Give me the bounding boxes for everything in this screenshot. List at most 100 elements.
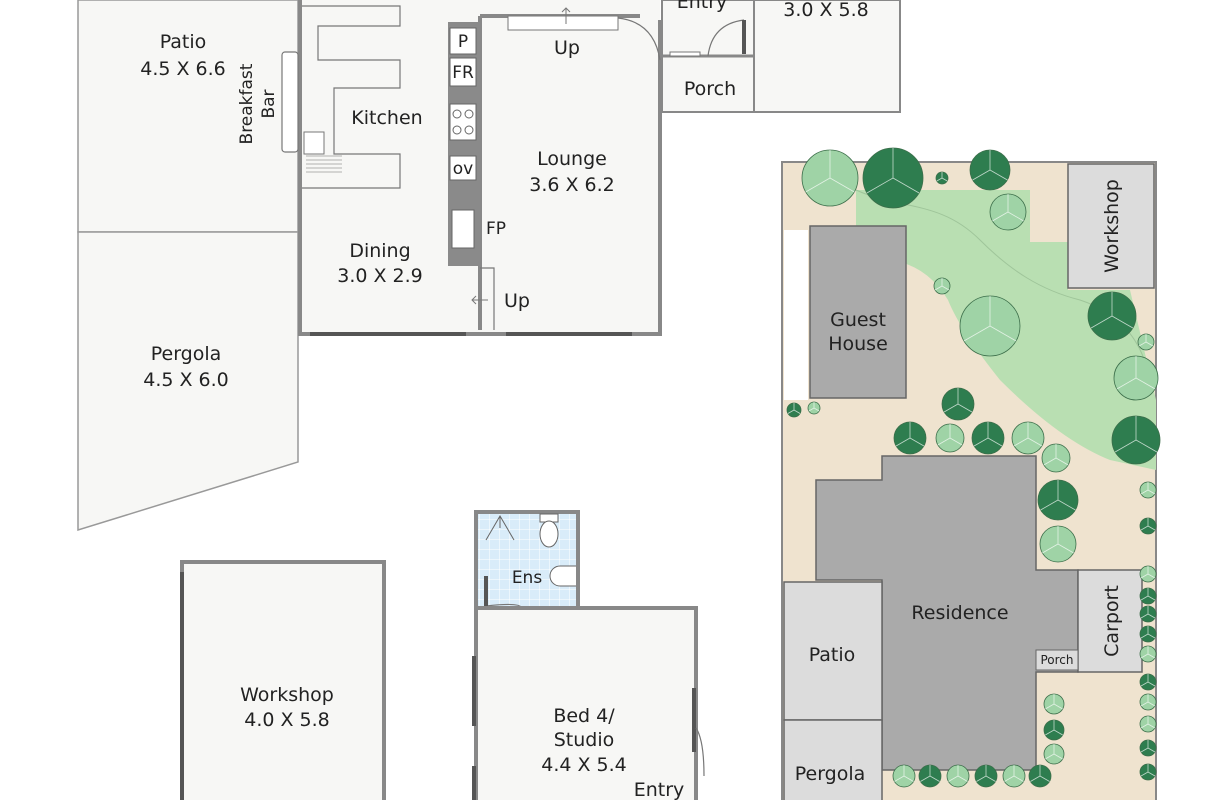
breakfast-bar-label-1: Breakfast xyxy=(237,63,257,144)
tree-branch-lines xyxy=(1004,765,1024,782)
tree-branch-lines xyxy=(1138,334,1154,347)
tree-branch-lines xyxy=(1116,356,1156,390)
tree-branch-lines xyxy=(1140,588,1156,601)
site-patio xyxy=(783,581,883,721)
site-porch xyxy=(1035,649,1079,671)
site-guest-house xyxy=(809,225,907,399)
tree-branch-lines xyxy=(1043,444,1069,466)
site-carport xyxy=(1077,569,1143,673)
tree-branch-lines xyxy=(948,765,968,782)
tree-branch-lines xyxy=(1040,480,1076,511)
bed4-label-1: Bed 4/ xyxy=(553,705,615,727)
entry-bottom-label: Entry xyxy=(634,779,685,800)
tree-branch-lines xyxy=(1140,674,1156,687)
oven-label: ov xyxy=(453,159,473,179)
workshop-dims: 4.0 X 5.8 xyxy=(244,709,330,731)
tree-branch-lines xyxy=(1140,626,1156,639)
guest-house-label-1: Guest xyxy=(830,309,886,331)
top-right-room-dims: 3.0 X 5.8 xyxy=(783,0,869,21)
shower-icon xyxy=(485,515,515,541)
kitchen-label: Kitchen xyxy=(351,107,422,129)
stairs-up-top-label: Up xyxy=(554,37,580,59)
tree-branch-lines xyxy=(1140,740,1156,753)
basin-icon xyxy=(549,565,576,587)
pergola-dims: 4.5 X 6.0 xyxy=(143,369,229,391)
tree-branch-lines xyxy=(895,422,925,447)
tree-branch-lines xyxy=(976,765,996,782)
tree-branch-lines xyxy=(1140,518,1156,531)
tree-branch-lines xyxy=(1030,765,1050,782)
tree-branch-lines xyxy=(1140,646,1156,659)
fireplace-label: FP xyxy=(486,219,506,239)
site-pergola-label: Pergola xyxy=(795,763,866,785)
ensuite-label: Ens xyxy=(512,568,543,588)
tree-branch-lines xyxy=(1013,422,1043,447)
tree-branch-lines xyxy=(1045,744,1063,760)
stairs-up-dining-label: Up xyxy=(504,290,530,312)
workshop-label: Workshop xyxy=(240,684,334,706)
tree-branch-lines xyxy=(1045,694,1063,710)
site-patio-label: Patio xyxy=(809,644,856,666)
pergola-area xyxy=(77,231,299,532)
main-house-floor-plan: Patio 4.5 X 6.6 Breakfast Bar Kitchen P … xyxy=(77,0,901,532)
toilet-bowl-icon xyxy=(539,520,559,548)
patio-dims: 4.5 X 6.6 xyxy=(140,58,226,80)
cooktop-icon xyxy=(449,103,477,141)
patio-label: Patio xyxy=(160,31,207,53)
tree-branch-lines xyxy=(1140,606,1156,619)
lounge-dims: 3.6 X 6.2 xyxy=(529,174,615,196)
pantry-cell xyxy=(449,27,477,55)
pantry-label: P xyxy=(458,32,468,52)
workshop-floor-plan: Workshop 4.0 X 5.8 xyxy=(180,560,386,800)
tree-branch-lines xyxy=(973,422,1003,447)
kitchen-bench xyxy=(302,5,401,189)
breakfast-bar xyxy=(281,51,299,153)
tree-branch-lines xyxy=(1045,720,1063,736)
tree-branch-lines xyxy=(808,402,820,412)
tree-branch-lines xyxy=(1140,482,1156,495)
fridge-cell xyxy=(449,57,477,87)
oven-cell xyxy=(449,155,477,181)
entry-top-label: Entry xyxy=(677,0,728,13)
tree-branch-lines xyxy=(1140,716,1156,729)
tree-branch-lines xyxy=(934,278,950,291)
tree-branch-lines xyxy=(1114,416,1158,453)
tree-branch-lines xyxy=(963,296,1017,342)
tree-branch-lines xyxy=(1140,566,1156,579)
sink-icon xyxy=(303,131,325,155)
tree-branch-lines xyxy=(920,765,940,782)
porch-top-label: Porch xyxy=(684,78,736,100)
tree-branch-lines xyxy=(894,765,914,782)
tree-branch-lines xyxy=(1140,694,1156,707)
site-trees xyxy=(786,147,1161,788)
tree-branch-lines xyxy=(1042,526,1074,554)
dining-dims: 3.0 X 2.9 xyxy=(337,265,423,287)
dining-label: Dining xyxy=(349,240,410,262)
workshop-room xyxy=(180,560,386,800)
site-pergola xyxy=(783,719,883,800)
fridge-label: FR xyxy=(452,63,474,83)
bed4-label-2: Studio xyxy=(554,729,615,751)
site-porch-label: Porch xyxy=(1040,653,1073,667)
tree-branch-lines xyxy=(866,148,920,194)
tree-branch-lines xyxy=(1140,764,1156,777)
carport-label: Carport xyxy=(1101,585,1123,657)
tree-branch-lines xyxy=(937,424,963,446)
ensuite-room xyxy=(474,510,580,610)
studio-floor-plan: Ens Bed 4/ Studio 4.4 X 5.4 Entry xyxy=(472,510,705,800)
fireplace-icon xyxy=(451,209,475,249)
tree-branch-lines xyxy=(992,194,1024,222)
tree-branch-lines xyxy=(805,150,855,193)
tree-branch-lines xyxy=(787,403,801,414)
residence-label: Residence xyxy=(911,602,1008,624)
breakfast-bar-label-2: Bar xyxy=(259,89,279,118)
tree-branch-lines xyxy=(1090,292,1134,329)
lounge-label: Lounge xyxy=(537,148,607,170)
site-workshop xyxy=(1067,163,1155,289)
tree-branch-lines xyxy=(936,172,948,182)
bed4-dims: 4.4 X 5.4 xyxy=(541,754,627,776)
pergola-label: Pergola xyxy=(151,343,222,365)
tree-branch-lines xyxy=(972,150,1008,181)
site-workshop-label: Workshop xyxy=(1101,179,1123,273)
